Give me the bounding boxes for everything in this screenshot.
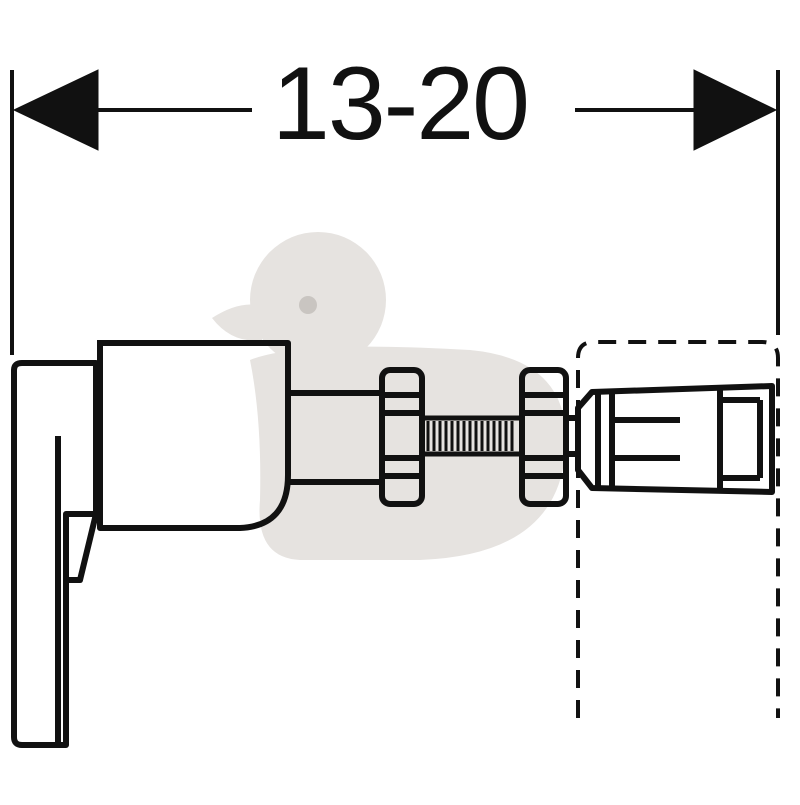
actuator-housing bbox=[97, 340, 291, 531]
lock-nut-right bbox=[519, 367, 578, 507]
dimension-line bbox=[10, 69, 780, 355]
wall-plate bbox=[11, 360, 99, 748]
rubber-duck-icon bbox=[212, 232, 566, 560]
right-arrow-icon bbox=[693, 69, 778, 151]
left-arrow-icon bbox=[12, 69, 99, 151]
valve-connector bbox=[575, 383, 775, 495]
cistern-outline-dashed bbox=[576, 340, 780, 718]
connecting-rod bbox=[288, 390, 382, 485]
